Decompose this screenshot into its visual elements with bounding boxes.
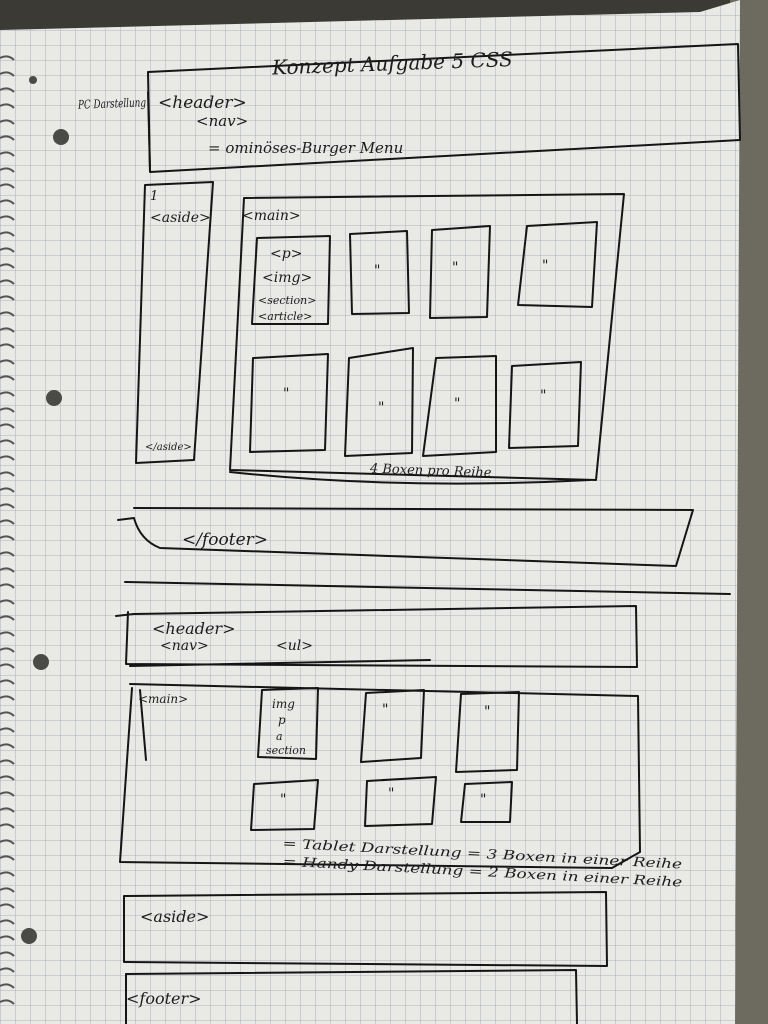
pc-box [508,361,582,449]
tablet-nav-tag: <nav> [160,638,209,654]
ditto-mark: " [454,396,460,412]
tablet-box-label: img [272,697,295,711]
ditto-mark: " [388,786,394,802]
tablet-footer-box [125,969,578,1024]
pc-box-label: <section> [258,294,316,307]
ditto-mark: " [382,702,388,718]
ditto-mark: " [480,792,486,808]
tablet-aside-box [123,891,608,967]
ditto-mark: " [283,386,289,402]
tablet-box [360,689,425,763]
tablet-box [364,776,437,827]
tablet-box [250,779,319,831]
tablet-ul-tag: <ul> [276,638,313,654]
tablet-aside-tag: <aside> [140,907,209,926]
tablet-footer-tag: <footer> [126,989,202,1008]
ditto-mark: " [452,260,458,276]
tablet-main-box [119,683,641,869]
pc-main-tag: <main> [242,208,301,224]
pc-header-box [147,91,151,171]
tablet-box-label: a [276,730,283,743]
ditto-mark: " [280,792,286,808]
ditto-mark: " [378,400,384,416]
pc-box [422,355,497,457]
ditto-mark: " [484,704,490,720]
pc-box-label: <article> [258,310,312,323]
pc-aside-box [135,181,214,464]
pc-header-tag: <header> [158,93,247,113]
pc-label: PC Darstellung [77,95,146,111]
pc-main-box [229,193,625,481]
pc-footer-tag: </footer> [182,530,268,550]
pc-footer-box [117,507,694,567]
tablet-box-label: p [278,713,286,727]
pc-aside-close: </aside> [145,442,192,453]
separator-line [124,581,731,595]
pc-burger-text: = ominöses-Burger Menu [208,139,403,157]
ditto-mark: " [540,388,546,404]
spiral-binding [0,55,15,1005]
pc-aside-open: <aside> [150,210,211,226]
ditto-mark: " [542,258,548,274]
pc-box-label: <p> [270,246,302,262]
tablet-header-box [115,605,638,668]
pc-box [517,221,598,308]
boxes-per-row-note: 4 Boxen pro Reihe [369,462,492,481]
pc-nav-tag: <nav> [196,112,248,130]
pc-box [349,230,410,315]
tablet-main-tag: <main> [138,692,188,706]
tablet-header-tag: <header> [152,619,235,638]
punch-holes [21,76,69,944]
tablet-box-label: section [266,744,306,757]
pc-aside-number: 1 [150,189,158,204]
tablet-box [257,687,319,760]
pc-box-label: <img> [262,270,312,286]
tablet-box [455,691,520,773]
ditto-mark: " [374,263,380,279]
pc-box [429,225,491,319]
pc-box [344,347,414,457]
pc-box [251,235,331,325]
tablet-box [460,781,513,823]
pc-box [249,353,329,453]
